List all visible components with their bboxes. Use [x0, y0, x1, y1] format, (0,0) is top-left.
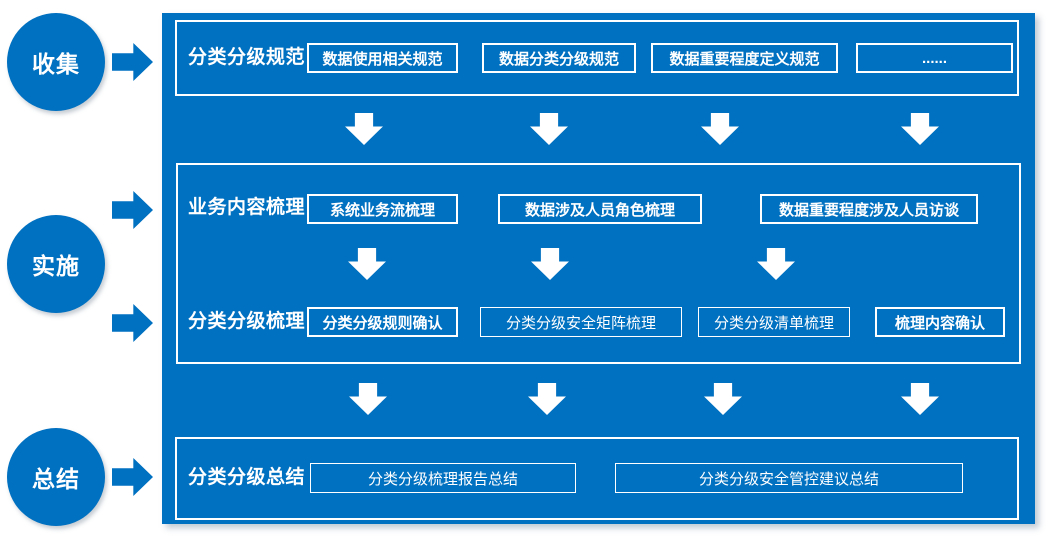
- down-arrow-icon: [701, 113, 739, 145]
- section-implement: [176, 163, 1021, 364]
- down-arrow-icon: [530, 113, 568, 145]
- right-arrow-icon: [112, 191, 153, 229]
- right-arrow-icon: [112, 304, 153, 342]
- implement-row2-box-4: 梳理内容确认: [875, 307, 1005, 337]
- section-summary: [175, 437, 1019, 520]
- row-label-summary: 分类分级总结: [188, 467, 306, 488]
- implement-row2-box-3: 分类分级清单梳理: [698, 307, 850, 337]
- row-label-classify: 分类分级梳理: [188, 311, 306, 332]
- down-arrow-icon: [704, 383, 742, 415]
- spec-box-3: 数据重要程度定义规范: [651, 43, 838, 73]
- implement-row2-box-2: 分类分级安全矩阵梳理: [480, 307, 682, 337]
- right-arrow-icon: [112, 43, 153, 81]
- summary-box-2: 分类分级安全管控建议总结: [615, 463, 963, 493]
- down-arrow-icon: [901, 383, 939, 415]
- stage-label-implement: 实施: [32, 253, 80, 279]
- stage-circle-implement: 实施: [7, 215, 105, 313]
- stage-label-summary: 总结: [32, 466, 80, 492]
- stage-label-collect: 收集: [32, 51, 80, 77]
- down-arrow-icon: [349, 383, 387, 415]
- stage-circle-summary: 总结: [7, 428, 105, 526]
- spec-box-1: 数据使用相关规范: [307, 43, 458, 73]
- implement-row1-box-1: 系统业务流梳理: [307, 194, 458, 224]
- stage-circle-collect: 收集: [7, 13, 105, 111]
- right-arrow-icon: [112, 458, 153, 496]
- summary-box-1: 分类分级梳理报告总结: [310, 463, 576, 493]
- section-collect-specs: [175, 20, 1019, 96]
- spec-box-2: 数据分类分级规范: [482, 43, 636, 73]
- row-label-business: 业务内容梳理: [188, 197, 306, 218]
- implement-row2-box-1: 分类分级规则确认: [307, 307, 458, 337]
- down-arrow-icon: [345, 113, 383, 145]
- down-arrow-icon: [901, 113, 939, 145]
- row-label-specs: 分类分级规范: [188, 47, 306, 68]
- spec-box-ellipsis: ......: [856, 43, 1013, 73]
- main-panel: 分类分级规范 数据使用相关规范 数据分类分级规范 数据重要程度定义规范 ....…: [162, 13, 1035, 524]
- implement-row1-box-3: 数据重要程度涉及人员访谈: [760, 194, 978, 224]
- implement-row1-box-2: 数据涉及人员角色梳理: [498, 194, 702, 224]
- down-arrow-icon: [528, 383, 566, 415]
